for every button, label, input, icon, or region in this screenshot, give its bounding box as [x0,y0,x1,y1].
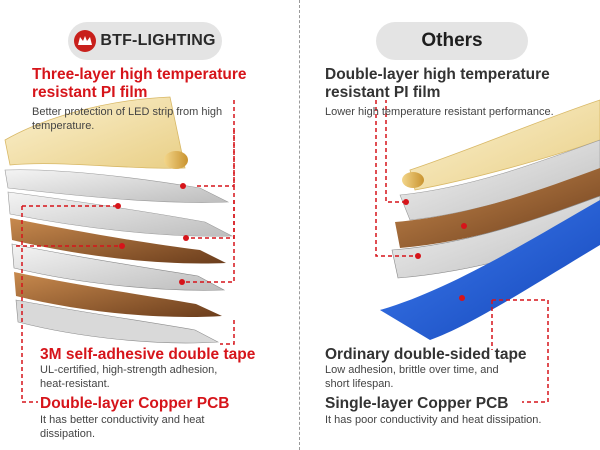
left-silicone-cover [4,96,186,169]
right-feature-2-desc: Low adhesion, brittle over time, and sho… [325,364,499,390]
left-feature-3-title: Double-layer Copper PCB [40,395,230,412]
left-leader-lines [16,100,235,403]
left-feature-2-desc: UL-certified, high-strength adhesion, he… [40,364,218,390]
left-film-3 [11,243,226,291]
left-adhesive-tape [15,299,220,344]
left-cover-tip [164,151,188,169]
left-leader-dots [115,183,189,285]
right-copper-layer [395,168,600,248]
left-feature-1-desc: Better protection of LED strip from high… [32,106,223,132]
right-layer-stack [380,99,600,340]
brand-pill: BTF-LIGHTING [68,22,222,60]
right-leader-dots [403,199,467,301]
left-copper-2 [14,272,222,318]
left-film-2 [7,191,234,237]
right-feature-1-title: Double-layer high temperature resistant … [325,66,550,101]
btf-crown-logo-icon [74,30,97,52]
left-layer-stack [4,96,234,344]
left-feature-2-title: 3M self-adhesive double tape [40,346,256,363]
center-divider [299,0,300,450]
left-film-1 [4,169,230,203]
left-feature-3-desc: It has better conductivity and heat diss… [40,414,205,440]
right-leader-lines [375,100,549,403]
right-cover-tip [402,172,424,188]
brand-name: BTF-LIGHTING [100,32,216,49]
right-feature-3-title: Single-layer Copper PCB [325,395,509,412]
right-silicone-cover [409,99,600,191]
right-feature-3-desc: It has poor conductivity and heat dissip… [325,414,542,426]
right-film-2 [391,195,600,279]
others-label: Others [421,30,483,51]
left-feature-1-title: Three-layer high temperature resistant P… [32,66,247,101]
right-feature-1-desc: Lower high temperature resistant perform… [325,106,554,118]
others-pill: Others [376,22,528,60]
right-feature-2-title: Ordinary double-sided tape [325,346,527,363]
right-film-1 [399,139,600,221]
right-blue-pcb [380,200,600,340]
left-copper-1 [10,218,226,264]
